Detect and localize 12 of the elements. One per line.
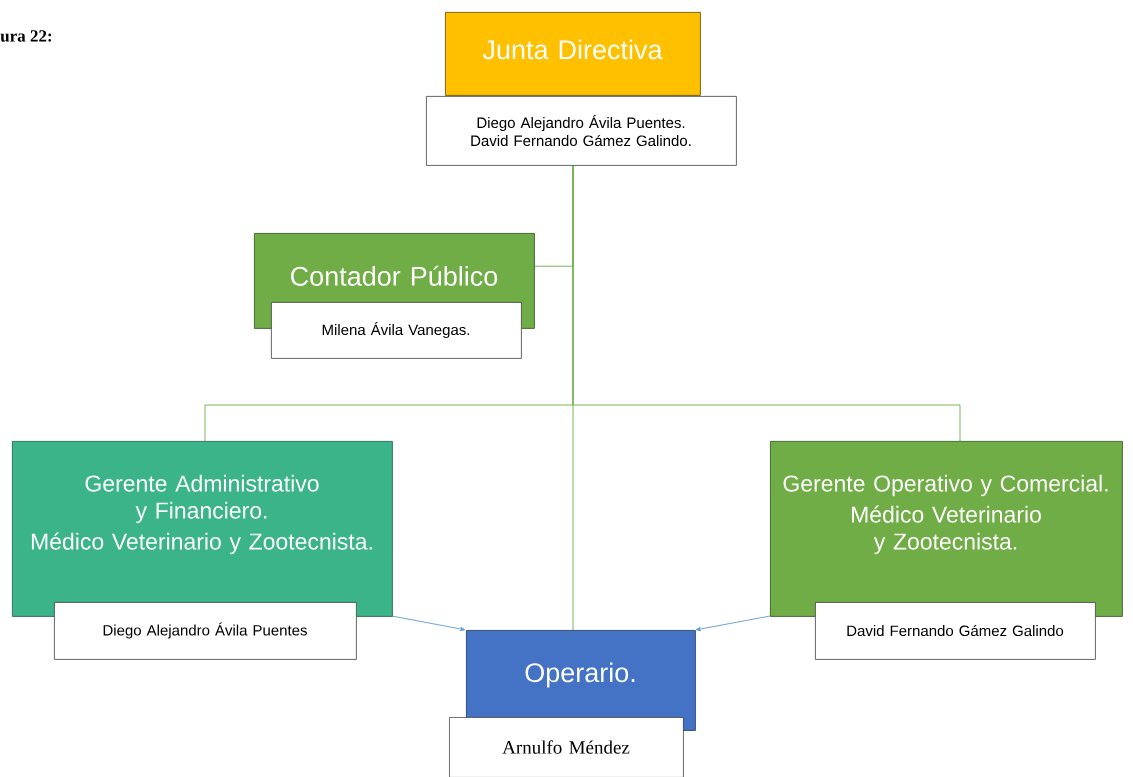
name-box: David Fernando Gámez Galindo bbox=[815, 602, 1096, 660]
figure-label: ura 22: bbox=[0, 30, 52, 42]
connector-line bbox=[572, 164, 574, 631]
title-box: Junta Directiva bbox=[445, 12, 701, 96]
role-box: Gerente Operativo y Comercial. Médico Veterinario y Zootecnista. bbox=[770, 441, 1123, 617]
role-box: Gerente Administrativo y Financiero. Médico Veterinario y Zootecnista. bbox=[12, 441, 393, 617]
arrow bbox=[695, 615, 771, 632]
name-box: Diego Alejandro Ávila Puentes. David Fernando Gámez Galindo. bbox=[426, 96, 737, 166]
name-box: Milena Ávila Vanegas. bbox=[271, 302, 522, 359]
name-box: Arnulfo Méndez bbox=[449, 717, 684, 777]
arrow bbox=[391, 615, 466, 631]
name-box: Diego Alejandro Ávila Puentes bbox=[54, 602, 357, 660]
